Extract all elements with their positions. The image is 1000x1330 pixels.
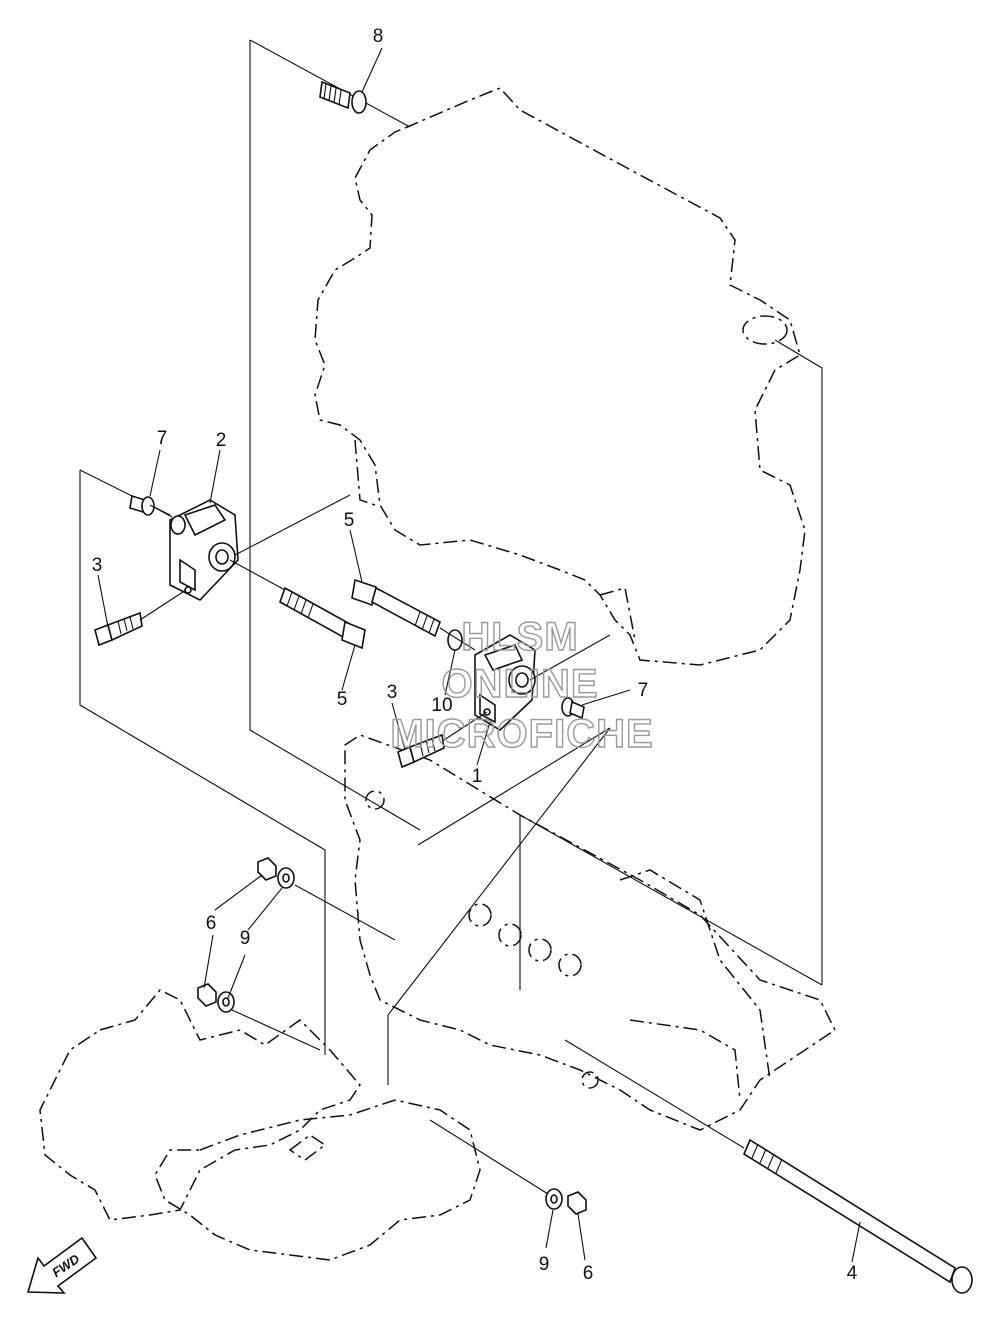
alignment-lines bbox=[139, 494, 745, 1195]
engine-block-phantom-outline bbox=[314, 87, 806, 666]
callout-6-upper-left: 6 bbox=[206, 913, 217, 934]
hull-frame-phantom-outline bbox=[39, 734, 836, 1261]
part-7-left-stud bbox=[129, 494, 155, 516]
part-8-bolt bbox=[319, 80, 367, 114]
reference-frame-lines bbox=[79, 39, 823, 1085]
callout-labels: 8 7 2 3 5 5 3 10 1 7 6 9 9 6 4 bbox=[92, 26, 858, 1284]
callout-8: 8 bbox=[373, 26, 384, 47]
part-9-washer-bottom bbox=[545, 1188, 563, 1210]
part-5-long-bolt-lower bbox=[279, 586, 366, 650]
callout-1: 1 bbox=[472, 766, 483, 787]
callout-10: 10 bbox=[431, 695, 452, 716]
callout-5-upper: 5 bbox=[344, 510, 355, 531]
part-1-right-mount-bracket bbox=[474, 634, 536, 731]
part-6-nut-bottom bbox=[567, 1191, 587, 1215]
callout-7-left: 7 bbox=[157, 428, 168, 449]
part-7-right-stud bbox=[561, 697, 585, 720]
callout-6-bottom: 6 bbox=[583, 1263, 594, 1284]
callout-9-upper-left: 9 bbox=[240, 928, 251, 949]
watermark-line-3: MICROFICHE bbox=[390, 712, 653, 756]
part-3-left-bolt bbox=[94, 611, 143, 647]
part-9-washer-upper-left bbox=[277, 867, 295, 889]
part-6-nut-upper-left bbox=[257, 857, 277, 881]
callout-7-right: 7 bbox=[638, 680, 649, 701]
part-2-left-mount-bracket bbox=[169, 499, 239, 601]
watermark: HLSM ONLINE MICROFICHE bbox=[390, 614, 654, 756]
callout-leader-lines bbox=[97, 47, 861, 1263]
part-9-washer-lower-left bbox=[217, 991, 235, 1013]
fwd-direction-badge: FWD bbox=[26, 1236, 98, 1294]
part-6-nut-lower-left bbox=[197, 983, 217, 1007]
callout-3-right: 3 bbox=[387, 682, 398, 703]
part-3-right-bolt bbox=[397, 733, 445, 769]
callout-4: 4 bbox=[847, 1263, 858, 1284]
watermark-line-2: ONLINE bbox=[441, 662, 598, 706]
part-4-through-bolt bbox=[742, 1138, 973, 1294]
callout-5-lower: 5 bbox=[337, 689, 348, 710]
callout-9-bottom: 9 bbox=[539, 1254, 550, 1275]
callout-2: 2 bbox=[216, 430, 227, 451]
part-5-long-bolt-upper bbox=[351, 578, 441, 638]
watermark-line-1: HLSM bbox=[461, 615, 578, 659]
callout-3-left: 3 bbox=[92, 555, 103, 576]
forward-arrow-icon bbox=[26, 1236, 98, 1294]
